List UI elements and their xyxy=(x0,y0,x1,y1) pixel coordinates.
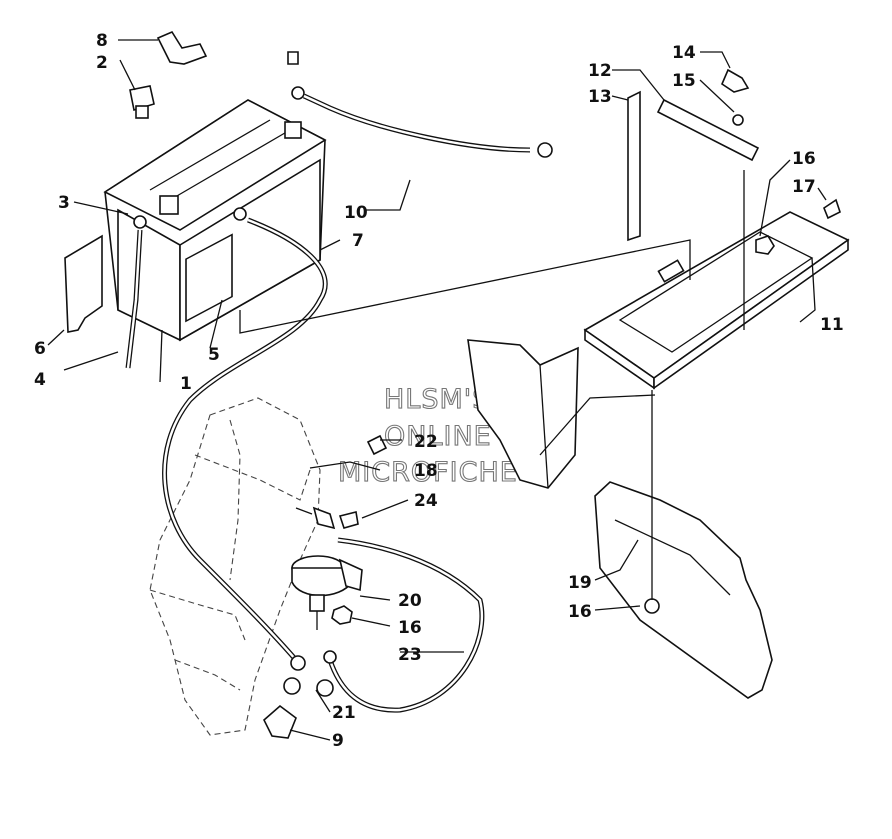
callout-20: 20 xyxy=(398,591,422,611)
heat-shield xyxy=(467,339,579,489)
callout-16-middle: 16 xyxy=(398,618,422,638)
hardware xyxy=(263,434,402,739)
vent-cap xyxy=(129,85,155,119)
callout-9: 9 xyxy=(332,731,344,751)
callout-11: 11 xyxy=(820,315,844,335)
starter-solenoid xyxy=(291,555,363,630)
cable-23 xyxy=(312,506,485,713)
callout-21: 21 xyxy=(332,703,356,723)
callout-2: 2 xyxy=(96,53,108,73)
callout-16-bottom: 16 xyxy=(568,602,592,622)
callout-19: 19 xyxy=(568,573,592,593)
vent-tube xyxy=(125,215,147,369)
battery-cable-7 xyxy=(162,207,328,671)
callout-18: 18 xyxy=(414,461,438,481)
callout-16-top: 16 xyxy=(792,149,816,169)
frame-outline xyxy=(149,397,321,736)
battery-tray xyxy=(583,170,850,390)
watermark-line-3: MICROFICHE xyxy=(338,457,518,488)
terminal-boot xyxy=(156,30,208,65)
callout-17: 17 xyxy=(792,177,816,197)
callout-3: 3 xyxy=(58,193,70,213)
callout-24: 24 xyxy=(414,491,438,511)
callout-10: 10 xyxy=(344,203,368,223)
callout-5: 5 xyxy=(208,345,220,365)
watermark-line-1: HLSM'S xyxy=(384,384,490,415)
callout-22: 22 xyxy=(414,432,438,452)
mount-bracket xyxy=(594,481,773,699)
callout-13: 13 xyxy=(588,87,612,107)
callout-12: 12 xyxy=(588,61,612,81)
watermark: HLSM'S ONLINE MICROFICHE xyxy=(337,383,518,488)
callout-labels: 1 2 3 4 5 6 7 8 9 10 11 12 13 14 15 16 1… xyxy=(34,31,844,751)
callout-15: 15 xyxy=(672,71,696,91)
callout-23: 23 xyxy=(398,645,422,665)
watermark-line-2: ONLINE xyxy=(384,421,492,452)
callout-1: 1 xyxy=(180,374,192,394)
battery-cable-10 xyxy=(287,51,553,158)
callout-7: 7 xyxy=(352,231,364,251)
callout-6: 6 xyxy=(34,339,46,359)
hold-down-bracket xyxy=(627,68,841,242)
callout-8: 8 xyxy=(96,31,108,51)
callout-14: 14 xyxy=(672,43,696,63)
battery-pad xyxy=(64,234,103,333)
callout-4: 4 xyxy=(34,370,46,390)
leader-lines xyxy=(47,39,827,741)
